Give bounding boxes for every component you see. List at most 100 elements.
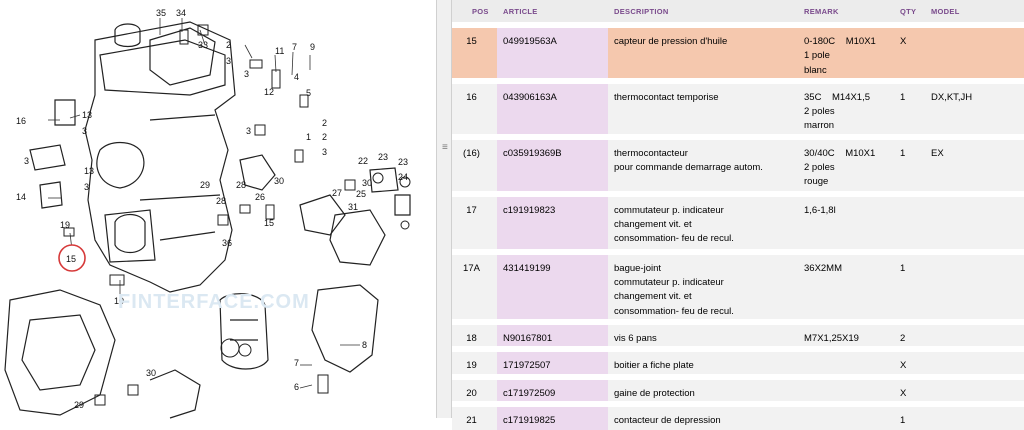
column-header-article[interactable]: ARTICLE	[497, 0, 608, 26]
callout-label: 30	[146, 368, 156, 378]
cell-qty: 2	[894, 319, 925, 350]
callout-label: 7	[292, 42, 297, 52]
callout-label: 6	[294, 382, 299, 392]
column-header-model[interactable]: MODEL	[925, 0, 1024, 26]
cell-remark	[798, 346, 894, 377]
description-line: changement vit. et	[614, 291, 692, 303]
cell-model	[925, 373, 1024, 404]
cell-model	[925, 400, 1024, 430]
column-header-description[interactable]: DESCRIPTION	[608, 0, 798, 26]
description-line: consommation- feu de recul.	[614, 233, 734, 245]
cell-article: c171972509	[497, 373, 608, 404]
remark-line: blanc	[804, 64, 827, 76]
column-header-qty[interactable]: QTY	[894, 0, 925, 26]
callout-label: 12	[264, 87, 274, 97]
callout-label: 23	[378, 152, 388, 162]
callout-label: 9	[310, 42, 315, 52]
callout-label: 19	[60, 220, 70, 230]
remark-line: rouge	[804, 176, 829, 188]
description-line: gaine de protection	[614, 387, 695, 399]
cell-qty: X	[894, 22, 925, 81]
cell-description: contacteur de depression	[608, 400, 798, 430]
cell-article: 049919563A	[497, 22, 608, 81]
cell-article: 043906163A	[497, 77, 608, 137]
cell-article: c171919825	[497, 400, 608, 430]
column-header-pos[interactable]: POS	[452, 0, 497, 26]
remark-line: 2 poles	[804, 106, 835, 118]
parts-diagram: 35 34 33 2 3 11 7 9 3 4 5 12 3 13 3 16 1…	[0, 0, 436, 419]
cell-model	[925, 190, 1024, 252]
callout-label: 4	[294, 72, 299, 82]
callout-label: 3	[24, 156, 29, 166]
cell-pos: 20	[452, 373, 497, 404]
callout-label: 11	[275, 46, 284, 56]
cell-article: 171972507	[497, 346, 608, 377]
cell-article: N90167801	[497, 319, 608, 350]
callout-label: 35	[156, 8, 166, 18]
callout-label: 25	[356, 189, 366, 199]
column-header-remark[interactable]: REMARK	[798, 0, 894, 26]
cell-pos: 17	[452, 190, 497, 252]
engine-exploded-view: 35 34 33 2 3 11 7 9 3 4 5 12 3 13 3 16 1…	[4, 8, 411, 419]
remark-line: 35C M14X1,5	[804, 91, 871, 103]
cell-remark: 36X2MM	[798, 248, 894, 323]
callout-label: 7	[294, 358, 299, 368]
remark-line: 1,6-1,8l	[804, 204, 836, 216]
callout-label: 3	[246, 126, 251, 136]
description-line: bague-joint	[614, 262, 662, 274]
cell-description: gaine de protection	[608, 373, 798, 404]
cell-remark	[798, 373, 894, 404]
parts-table-pane: POS ARTICLE DESCRIPTION REMARK QTY MODEL…	[452, 0, 1024, 430]
cell-description: thermocontact temporise	[608, 77, 798, 137]
callout-label: 36	[222, 238, 232, 248]
callout-label: 29	[74, 400, 84, 410]
splitter-grip-icon[interactable]: ≡	[442, 142, 448, 153]
cell-pos: 21	[452, 400, 497, 430]
cell-pos: 19	[452, 346, 497, 377]
callout-label: 28	[236, 180, 246, 190]
cell-model: EX	[925, 133, 1024, 194]
callout-label: 27	[332, 188, 342, 198]
callout-label: 5	[306, 88, 311, 98]
callout-label: 3	[226, 56, 231, 66]
highlight-circle	[58, 244, 86, 272]
callout-label: 26	[255, 192, 265, 202]
cell-article: c191919823	[497, 190, 608, 252]
cell-model	[925, 248, 1024, 323]
pane-splitter[interactable]: ≡	[436, 0, 452, 418]
cell-pos: 16	[452, 77, 497, 137]
callout-label: 10	[114, 296, 124, 306]
callout-label: 16	[16, 116, 26, 126]
description-line: contacteur de depression	[614, 414, 721, 426]
description-line: capteur de pression d'huile	[614, 36, 728, 47]
cell-qty	[894, 190, 925, 252]
small-parts	[63, 24, 411, 406]
cell-qty: 1	[894, 77, 925, 137]
callout-label: 14	[16, 192, 26, 202]
cell-description: capteur de pression d'huile	[608, 22, 798, 81]
remark-line: 1 pole	[804, 50, 830, 62]
callout-label: 23	[398, 157, 408, 167]
callout-label: 2	[322, 132, 327, 142]
cell-remark: 1,6-1,8l	[798, 190, 894, 252]
description-line: vis 6 pans	[614, 333, 657, 345]
description-line: commutateur p. indicateur	[614, 204, 724, 216]
cell-description: vis 6 pans	[608, 319, 798, 350]
callout-numbers: 35 34 33 2 3 11 7 9 3 4 5 12 3 13 3 16 1…	[16, 8, 408, 410]
description-line: thermocontacteur	[614, 147, 688, 159]
callout-label: 24	[398, 172, 408, 182]
cell-qty: 1	[894, 400, 925, 430]
